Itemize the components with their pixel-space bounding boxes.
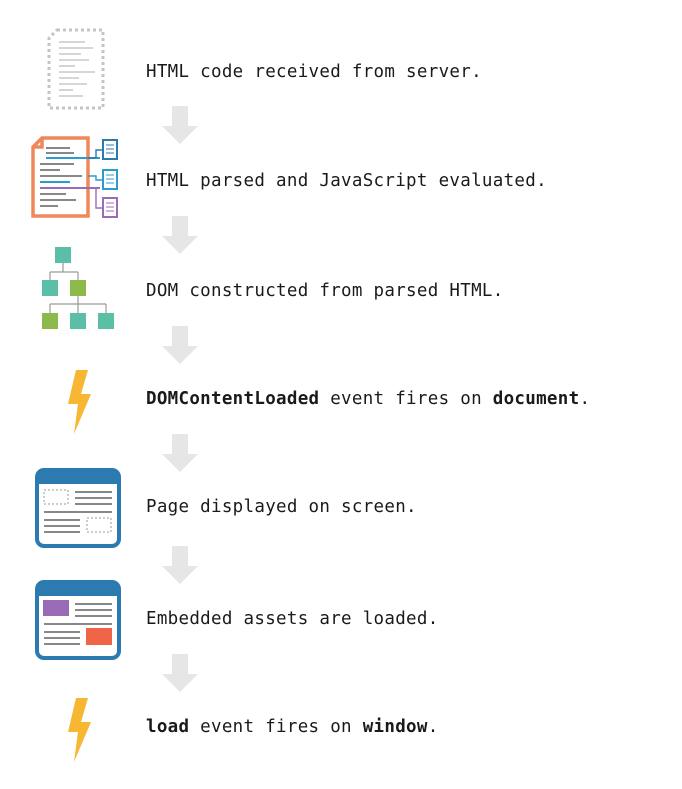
lightning-bolt-icon [68, 698, 91, 762]
event-name: DOMContentLoaded [146, 389, 320, 409]
page-assets-icon [35, 580, 121, 660]
event-end-text: . [579, 389, 591, 409]
event-mid-text: event fires on [319, 389, 493, 409]
html-document-icon [47, 28, 105, 110]
step-page-displayed: Page displayed on screen. [146, 497, 417, 517]
down-arrow-icon [162, 434, 198, 472]
event-name: load [146, 717, 190, 737]
event-end-text: . [427, 717, 439, 737]
down-arrow-icon [162, 326, 198, 364]
step-dom-constructed: DOM constructed from parsed HTML. [146, 281, 504, 301]
step-html-received: HTML code received from server. [146, 62, 482, 82]
down-arrow-icon [162, 654, 198, 692]
step-load-event: load event fires on window. [146, 716, 439, 738]
step-domcontentloaded: DOMContentLoaded event fires on document… [146, 388, 590, 410]
step-html-parsed: HTML parsed and JavaScript evaluated. [146, 171, 547, 191]
event-target: document [492, 389, 580, 409]
page-layout-icon [35, 468, 121, 548]
event-target: window [362, 717, 428, 737]
down-arrow-icon [162, 546, 198, 584]
step-assets-loaded: Embedded assets are loaded. [146, 609, 439, 629]
lightning-bolt-icon [68, 370, 91, 434]
event-mid-text: event fires on [189, 717, 363, 737]
down-arrow-icon [162, 216, 198, 254]
parsed-html-scripts-icon [31, 136, 118, 218]
down-arrow-icon [162, 106, 198, 144]
dom-tree-icon [42, 247, 114, 329]
